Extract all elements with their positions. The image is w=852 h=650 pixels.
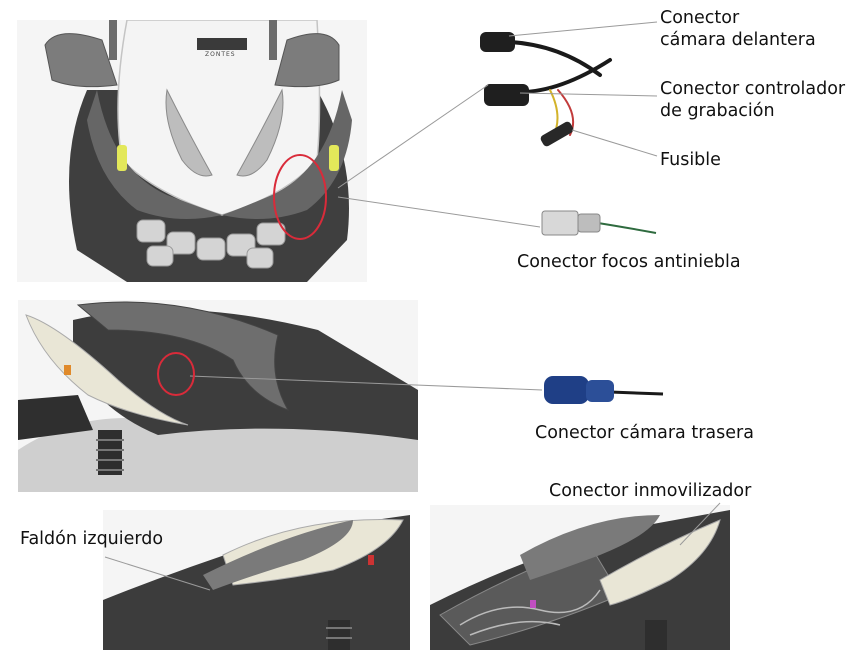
label-immobilizer: Conector inmovilizador [549,480,751,502]
label-recording-controller-line1: Conector controlador [660,78,845,100]
label-front-camera-line2: cámara delantera [660,29,816,51]
label-fog-lights: Conector focos antiniebla [517,251,741,273]
leader-line-fog-lights [338,197,540,227]
front-fairing-image: ZONTES [17,20,367,282]
label-front-camera: Conector cámara delantera [660,7,816,51]
brand-badge: ZONTES [205,51,236,58]
label-fuse: Fusible [660,149,721,171]
immobilizer-image [430,505,730,650]
label-front-camera-line1: Conector [660,7,816,29]
label-recording-controller: Conector controlador de grabación [660,78,845,122]
label-rear-camera: Conector cámara trasera [535,422,754,444]
label-recording-controller-line2: de grabación [660,100,845,122]
rear-tail-image [18,300,418,492]
fog-lights-connector-image [538,205,658,240]
front-camera-connector-image [470,20,625,155]
rear-camera-connector-image [540,370,665,410]
label-left-fairing: Faldón izquierdo [20,528,163,550]
